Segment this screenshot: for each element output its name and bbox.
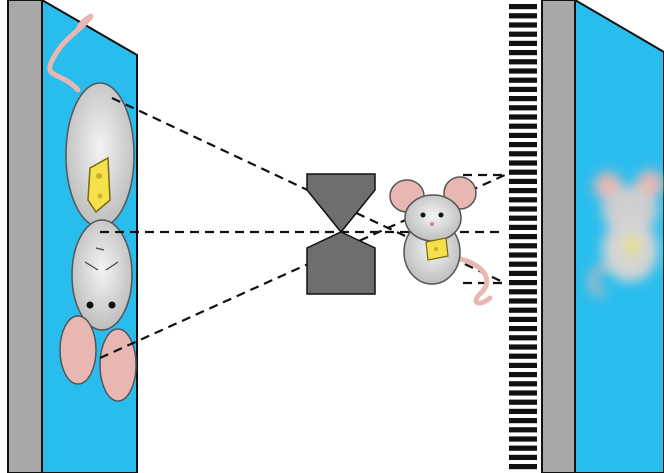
- grating-bar: [509, 436, 537, 442]
- mouse-tail: [452, 255, 493, 306]
- pinhole-lower-block: [306, 231, 376, 295]
- grating-bar: [509, 123, 537, 129]
- mouse-tail: [47, 13, 94, 93]
- grating-bar: [509, 298, 537, 304]
- mouse-ear: [99, 328, 137, 402]
- grating-bar: [509, 464, 537, 470]
- grating-bar: [509, 50, 537, 56]
- grating-bar: [509, 261, 537, 267]
- grating-bar: [509, 427, 537, 433]
- mouse-eye: [86, 301, 94, 309]
- grating-bar: [509, 326, 537, 332]
- grating-bar: [509, 362, 537, 368]
- grating-bar: [509, 215, 537, 221]
- grating-bar: [509, 390, 537, 396]
- grating-bar: [509, 105, 537, 111]
- grating-bar: [509, 316, 537, 322]
- grating-bar: [509, 96, 537, 102]
- grating-bar: [509, 13, 537, 19]
- grating-bar: [509, 169, 537, 175]
- grating-bar: [509, 114, 537, 120]
- grating-bar: [509, 86, 537, 92]
- grating-bar: [509, 132, 537, 138]
- grating-bar: [509, 372, 537, 378]
- grating-bar: [509, 77, 537, 83]
- grating-bar: [509, 151, 537, 157]
- grating-bar: [509, 252, 537, 258]
- grating-bar: [509, 454, 537, 460]
- cheese-icon: [87, 156, 111, 214]
- grating-bar: [509, 445, 537, 451]
- grating-bar: [509, 40, 537, 46]
- grating-bar: [509, 381, 537, 387]
- grating-bar: [509, 22, 537, 28]
- mouse-eye: [108, 301, 116, 309]
- grating-bar: [509, 142, 537, 148]
- grating-bar: [509, 270, 537, 276]
- grating-bar: [509, 243, 537, 249]
- grating-bar: [509, 206, 537, 212]
- grating-bars: [509, 4, 537, 470]
- grating-bar: [509, 68, 537, 74]
- grating-bar: [509, 31, 537, 37]
- mouse-holding-cheese-icon: [389, 176, 493, 306]
- grating-bar: [509, 307, 537, 313]
- grating-bar: [509, 353, 537, 359]
- mouse-head: [71, 219, 133, 331]
- grating-bar: [509, 188, 537, 194]
- pinhole-aperture: [306, 173, 376, 295]
- grating-bar: [509, 197, 537, 203]
- grating-bar: [509, 335, 537, 341]
- mouse-head: [404, 194, 462, 242]
- grating-bar: [509, 224, 537, 230]
- pinhole-upper-block: [306, 173, 376, 234]
- inverted-mouse-image: [47, 13, 137, 402]
- right-screen-frame: [541, 0, 576, 473]
- grating-bar: [509, 178, 537, 184]
- grating-bar: [509, 234, 537, 240]
- blurred-mouse-image: [588, 170, 664, 296]
- grating-bar: [509, 289, 537, 295]
- grating-bar: [509, 280, 537, 286]
- grating-bar: [509, 4, 537, 10]
- grating-bar: [509, 408, 537, 414]
- grating-bar: [509, 59, 537, 65]
- mouse-ear: [59, 315, 97, 385]
- grating-bar: [509, 160, 537, 166]
- left-screen-frame: [7, 0, 43, 473]
- grating-bar: [509, 344, 537, 350]
- grating-bar: [509, 418, 537, 424]
- grating-bar: [509, 399, 537, 405]
